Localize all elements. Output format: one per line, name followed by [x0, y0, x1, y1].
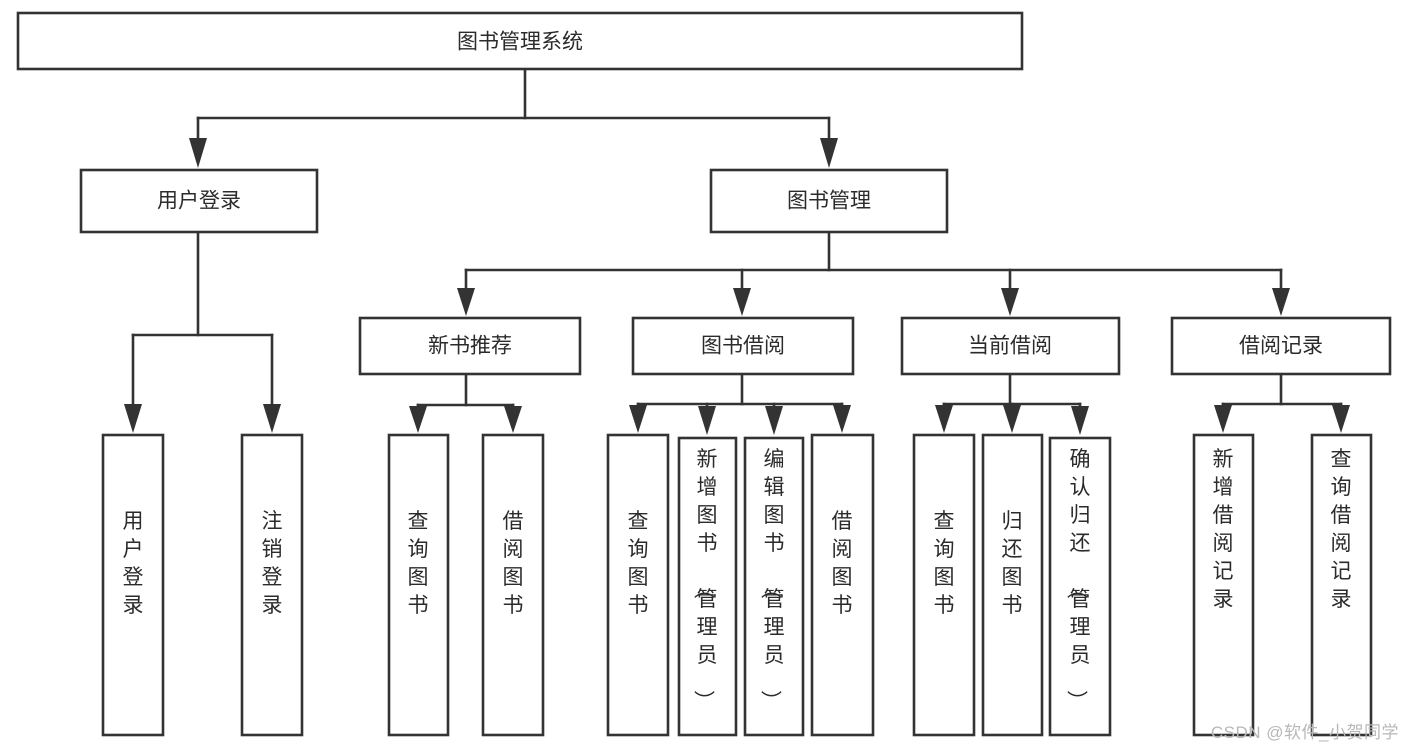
node-leaf-query-book-1-label: 查询图书: [408, 510, 429, 617]
arrowhead-bw-edit-book: [765, 406, 783, 435]
connector-group-user-login: [124, 230, 281, 433]
node-leaf-add-book-admin-box[interactable]: [677, 436, 738, 737]
node-leaf-query-book-1[interactable]: 查询图书: [387, 433, 450, 737]
node-leaf-confirm-return-admin[interactable]: 确认归还（管理员）: [1048, 436, 1112, 737]
arrowhead-borrow: [733, 288, 751, 316]
node-leaf-query-book-2[interactable]: 查询图书: [606, 433, 670, 737]
node-leaf-user-login-box[interactable]: [101, 433, 165, 737]
node-leaf-logout-box[interactable]: [240, 433, 304, 737]
node-leaf-return-book-label: 归还图书: [1002, 510, 1023, 617]
node-leaf-edit-book-admin[interactable]: 编辑图书（管理员）: [743, 436, 805, 737]
node-leaf-query-book-3-label: 查询图书: [934, 510, 955, 617]
node-new-book-recommend-label: 新书推荐: [428, 335, 512, 358]
node-leaf-borrow-book-2[interactable]: 借阅图书: [810, 433, 875, 737]
connector-group-new-book: [409, 372, 522, 433]
arrowhead-br-add-record: [1214, 405, 1232, 433]
connector-group-borrow: [629, 372, 851, 435]
node-leaf-confirm-return-admin-box[interactable]: [1048, 436, 1112, 737]
node-leaf-query-book-3-box[interactable]: [912, 433, 976, 737]
arrowhead-nb-borrow-book: [504, 406, 522, 433]
node-root-system[interactable]: 图书管理系统: [16, 11, 1024, 71]
node-book-management[interactable]: 图书管理: [709, 168, 949, 234]
node-leaf-add-book-admin[interactable]: 新增图书（管理员）: [677, 436, 738, 737]
arrowhead-leaf-user-login: [124, 404, 142, 433]
node-leaf-query-book-2-box[interactable]: [606, 433, 670, 737]
node-book-borrow-box[interactable]: [631, 316, 855, 376]
arrowhead-bw-add-book: [698, 406, 716, 435]
node-user-login-box[interactable]: [79, 168, 319, 234]
arrowhead-current-borrow: [1001, 288, 1019, 316]
node-user-login-label: 用户登录: [157, 190, 241, 213]
node-book-management-box[interactable]: [709, 168, 949, 234]
arrowhead-user-login: [189, 138, 207, 168]
csdn-watermark: CSDN @软件_小贺同学: [1210, 723, 1399, 742]
node-leaf-borrow-book-1[interactable]: 借阅图书: [481, 433, 545, 737]
node-current-borrow-box[interactable]: [900, 316, 1121, 376]
arrowhead-borrow-record: [1272, 288, 1290, 316]
node-root-system-label: 图书管理系统: [457, 31, 583, 54]
node-borrow-record-label: 借阅记录: [1239, 335, 1323, 358]
node-leaf-query-book-3[interactable]: 查询图书: [912, 433, 976, 737]
node-leaf-borrow-book-1-box[interactable]: [481, 433, 545, 737]
arrowhead-cb-query-book: [935, 405, 953, 433]
arrowhead-leaf-logout: [263, 404, 281, 433]
node-book-management-label: 图书管理: [787, 190, 871, 213]
node-leaf-query-borrow-record[interactable]: 查询借阅记录: [1310, 433, 1373, 737]
arrowhead-br-query-record: [1332, 405, 1350, 433]
node-current-borrow-label: 当前借阅: [968, 335, 1052, 358]
connector-group-root: [189, 67, 838, 168]
node-leaf-add-borrow-record[interactable]: 新增借阅记录: [1192, 433, 1255, 737]
node-leaf-logout[interactable]: 注销登录: [240, 433, 304, 737]
node-leaf-confirm-return-admin-label: 确认归还（管理员）: [1065, 448, 1091, 711]
node-leaf-user-login-label: 用户登录: [123, 510, 144, 617]
node-new-book-recommend-box[interactable]: [358, 316, 582, 376]
node-new-book-recommend[interactable]: 新书推荐: [358, 316, 582, 376]
node-book-borrow[interactable]: 图书借阅: [631, 316, 855, 376]
node-leaf-edit-book-admin-box[interactable]: [743, 436, 805, 737]
node-leaf-add-borrow-record-box[interactable]: [1192, 433, 1255, 737]
connector-group-borrow-record: [1214, 372, 1350, 433]
arrowhead-nb-query-book: [409, 406, 427, 433]
node-leaf-query-borrow-record-label: 查询借阅记录: [1331, 448, 1352, 611]
node-borrow-record-box[interactable]: [1170, 316, 1392, 376]
node-leaf-query-book-2-label: 查询图书: [628, 510, 649, 617]
node-leaf-return-book[interactable]: 归还图书: [981, 433, 1044, 737]
node-leaf-add-borrow-record-label: 新增借阅记录: [1213, 448, 1234, 611]
arrowhead-cb-confirm-return: [1071, 406, 1089, 435]
node-leaf-add-book-admin-label: 新增图书（管理员）: [692, 448, 718, 711]
node-leaf-borrow-book-2-box[interactable]: [810, 433, 875, 737]
arrowhead-bw-query-book: [629, 405, 647, 433]
arrowhead-book-mgmt: [820, 138, 838, 168]
node-leaf-user-login[interactable]: 用户登录: [101, 433, 165, 737]
node-leaf-query-book-1-box[interactable]: [387, 433, 450, 737]
node-book-borrow-label: 图书借阅: [701, 335, 785, 358]
node-leaf-query-borrow-record-box[interactable]: [1310, 433, 1373, 737]
node-user-login[interactable]: 用户登录: [79, 168, 319, 234]
connector-group-book-mgmt: [457, 230, 1290, 316]
node-leaf-logout-label: 注销登录: [262, 510, 283, 617]
arrowhead-bw-borrow-book: [833, 405, 851, 433]
node-leaf-edit-book-admin-label: 编辑图书（管理员）: [759, 448, 785, 711]
node-leaf-borrow-book-2-label: 借阅图书: [832, 510, 853, 617]
arrowhead-cb-return-book: [1003, 405, 1021, 433]
connector-group-current-borrow: [935, 372, 1089, 435]
node-current-borrow[interactable]: 当前借阅: [900, 316, 1121, 376]
node-root-system-box[interactable]: [16, 11, 1024, 71]
node-borrow-record[interactable]: 借阅记录: [1170, 316, 1392, 376]
node-leaf-borrow-book-1-label: 借阅图书: [503, 510, 524, 617]
node-leaf-return-book-box[interactable]: [981, 433, 1044, 737]
arrowhead-new-book: [457, 288, 475, 316]
